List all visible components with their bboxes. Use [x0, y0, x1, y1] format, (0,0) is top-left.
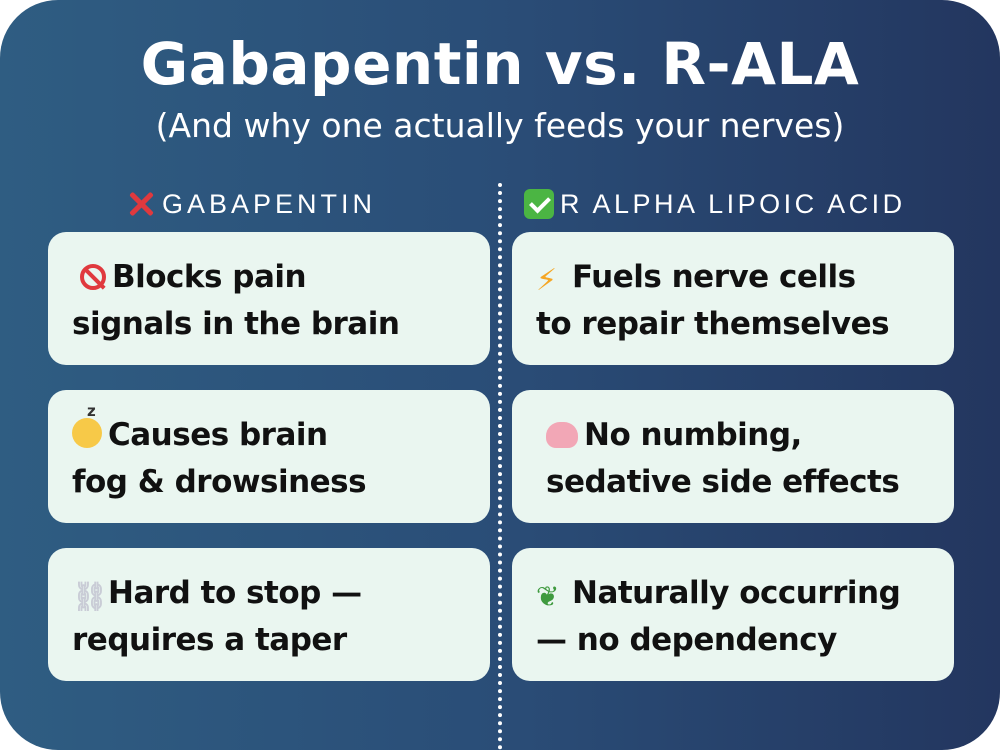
card-line-1: Blocks pain [72, 254, 470, 301]
card-text: Causes brain [108, 417, 328, 453]
r-ala-header: R ALPHA LIPOIC ACID [524, 186, 906, 222]
card-line-1: ⚡ Fuels nerve cells [536, 254, 934, 301]
gabapentin-header: GABAPENTIN [126, 186, 376, 222]
prohibited-icon [80, 264, 106, 290]
card-line-1: ⛓Hard to stop — [72, 570, 470, 617]
card-text: No numbing, [584, 417, 802, 453]
cross-mark-icon [126, 189, 156, 219]
card-line-1: No numbing, [536, 412, 934, 459]
card-line-2: sedative side effects [546, 464, 900, 500]
gabapentin-card-1: Blocks pain signals in the brain [48, 232, 490, 365]
card-line-1: ❦ Naturally occurring [536, 570, 934, 617]
column-divider [498, 183, 502, 750]
card-line-2: fog & drowsiness [72, 464, 367, 500]
gabapentin-card-2: Causes brain fog & drowsiness [48, 390, 490, 523]
brain-icon [546, 422, 578, 448]
lightning-icon: ⚡ [536, 263, 557, 298]
gabapentin-header-label: GABAPENTIN [162, 188, 377, 219]
card-text: Hard to stop — [108, 575, 362, 611]
card-line-2: to repair themselves [536, 306, 890, 342]
page-subtitle: (And why one actually feeds your nerves) [155, 106, 845, 145]
card-text: Fuels nerve cells [572, 259, 856, 295]
card-line-2: requires a taper [72, 622, 347, 658]
sleeping-face-icon [72, 404, 102, 448]
r-ala-card-2: No numbing, sedative side effects [512, 390, 954, 523]
card-text: Naturally occurring [572, 575, 901, 611]
card-line-2: — no dependency [536, 622, 837, 658]
herb-icon: ❦ [536, 580, 559, 613]
r-ala-card-3: ❦ Naturally occurring — no dependency [512, 548, 954, 681]
page-title: Gabapentin vs. R-ALA [140, 30, 860, 98]
check-mark-icon [524, 189, 554, 219]
gabapentin-card-3: ⛓Hard to stop — requires a taper [48, 548, 490, 681]
r-ala-header-label: R ALPHA LIPOIC ACID [560, 188, 906, 219]
card-text: Blocks pain [112, 259, 307, 295]
card-line-1: Causes brain [72, 404, 470, 459]
r-ala-card-1: ⚡ Fuels nerve cells to repair themselves [512, 232, 954, 365]
chains-icon: ⛓ [72, 580, 108, 613]
card-line-2: signals in the brain [72, 306, 400, 342]
